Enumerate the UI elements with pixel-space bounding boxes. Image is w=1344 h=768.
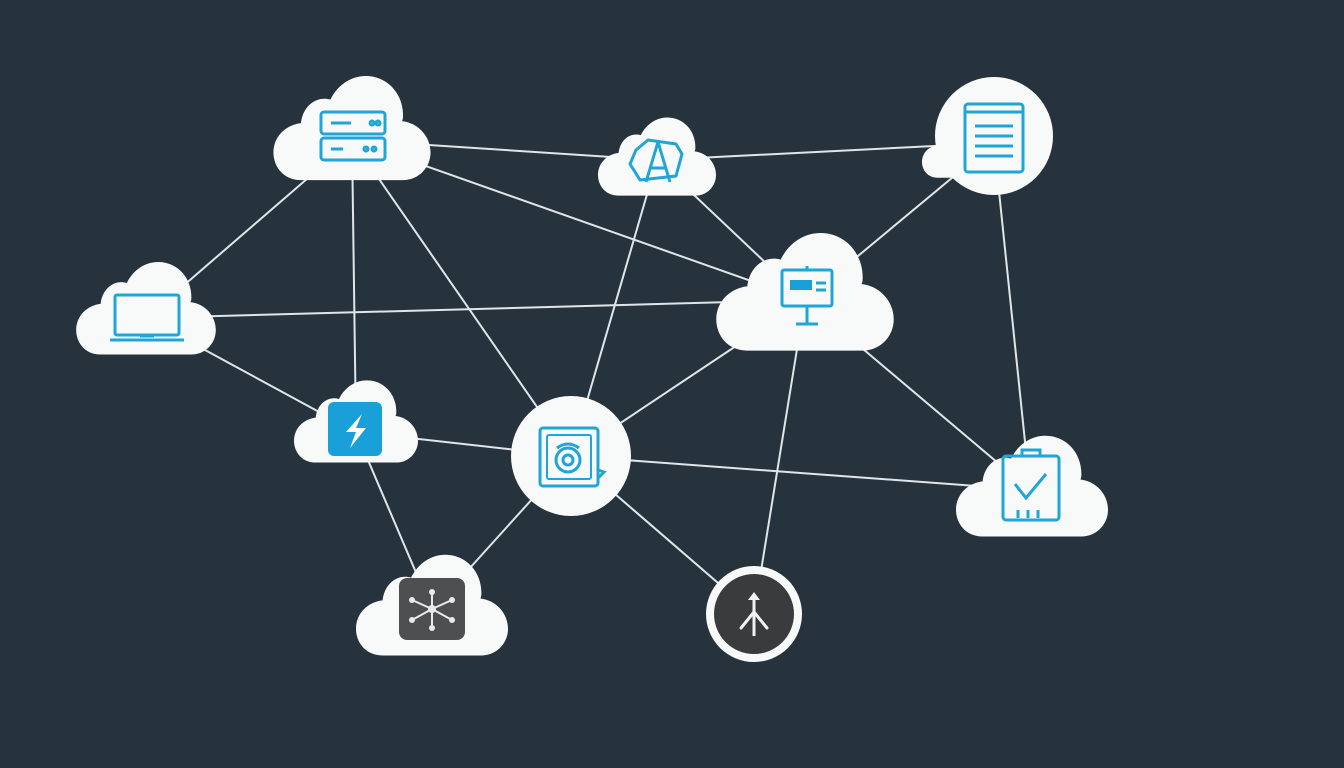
server-rack-icon: [319, 110, 387, 162]
node-graph[interactable]: [356, 554, 508, 656]
link-hub-tablet: [570, 455, 1031, 491]
connection-lines: [145, 139, 1031, 615]
node-graph-icon: [399, 578, 465, 640]
target-panel-icon: [538, 426, 607, 488]
fork-arrow-icon: [714, 574, 794, 654]
lightning-bolt-icon: [328, 402, 382, 456]
node-laptop[interactable]: [76, 262, 216, 355]
node-tablet[interactable]: [956, 435, 1108, 537]
node-api[interactable]: [598, 117, 716, 196]
laptop-icon: [110, 293, 184, 342]
node-gateway[interactable]: [716, 233, 894, 351]
tablet-check-icon: [1001, 448, 1061, 522]
link-server-hub: [351, 139, 572, 457]
node-fork[interactable]: [706, 566, 802, 662]
node-bolt[interactable]: [294, 380, 418, 463]
link-server-gateway: [351, 139, 806, 301]
link-document-tablet: [993, 142, 1031, 491]
node-server[interactable]: [273, 76, 431, 181]
node-hub[interactable]: [511, 396, 631, 516]
letter-a-badge-icon: [628, 138, 684, 183]
link-gateway-fork: [753, 299, 806, 615]
network-adapter-icon: [780, 266, 834, 326]
link-laptop-gateway: [145, 299, 806, 319]
document-icon: [963, 102, 1025, 174]
node-document[interactable]: [922, 77, 1053, 195]
